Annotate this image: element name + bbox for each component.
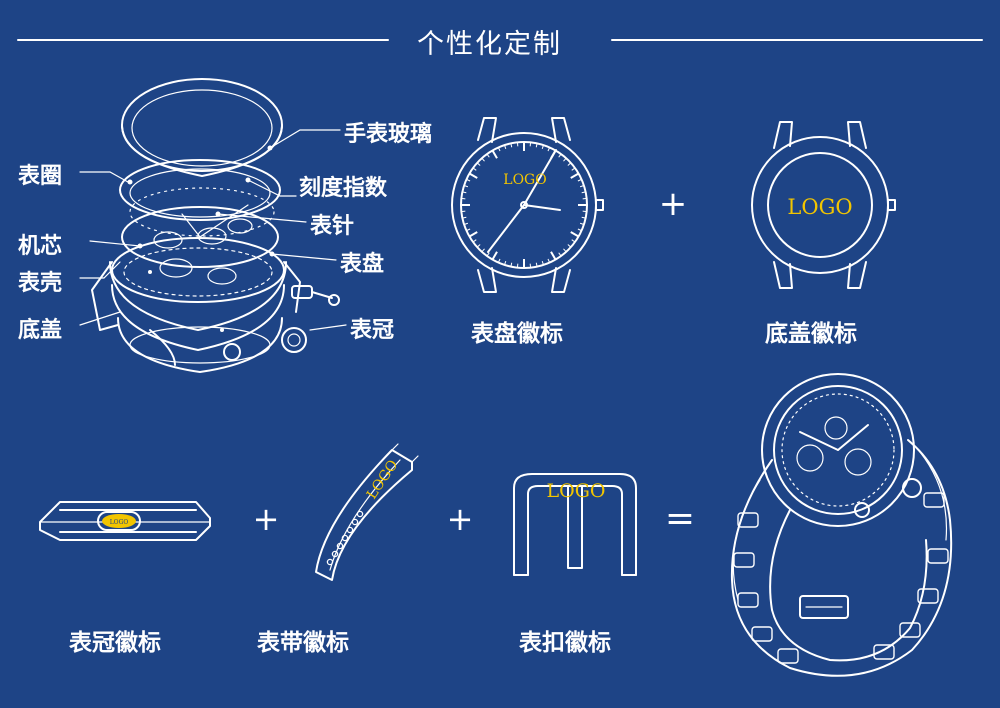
label-movement: 机芯	[18, 234, 63, 259]
dial-tick	[504, 260, 507, 266]
strap-hole	[356, 510, 364, 518]
bracelet-link	[733, 552, 755, 568]
label-dial: 表盘	[340, 252, 385, 277]
crown-logo-text: LOGO	[110, 519, 129, 526]
dial-tick	[577, 178, 582, 182]
dial-tick	[567, 162, 572, 166]
dial-tick	[472, 167, 477, 171]
leader-lines	[79, 129, 347, 331]
bracelet-link	[737, 512, 759, 528]
dial-tick	[541, 144, 544, 150]
strap-hole	[346, 526, 354, 534]
plus-sign-3: +	[447, 500, 474, 538]
dial-tick	[570, 172, 580, 179]
dial-tick	[571, 239, 576, 243]
exploded-watch-illustration	[91, 78, 340, 373]
dial-tick	[491, 149, 498, 159]
crown-logo-side-illustration	[39, 501, 211, 541]
strap-hole	[351, 518, 359, 526]
bracelet-link	[927, 548, 949, 564]
dial-tick	[579, 222, 585, 225]
strap-hole	[326, 558, 334, 566]
buckle-logo-illustration	[513, 473, 637, 576]
bracelet-link	[751, 626, 773, 642]
page-title: 个性化定制	[417, 29, 562, 60]
caption-dial-logo: 表盘徽标	[471, 321, 563, 347]
dial-logo-text: LOGO	[503, 172, 546, 188]
dial-logo-watch-illustration	[451, 117, 604, 293]
dial-tick	[579, 185, 585, 188]
dial-tick	[504, 144, 507, 150]
dial-tick	[497, 258, 501, 263]
strap-hole	[331, 550, 339, 558]
label-glass: 手表玻璃	[344, 122, 433, 147]
caption-caseback-logo: 底盖徽标	[765, 321, 857, 347]
caption-strap-logo: 表带徽标	[257, 630, 349, 656]
bracelet-link	[737, 592, 759, 608]
label-hands: 表针	[310, 214, 355, 239]
dial-tick	[462, 216, 467, 219]
caseback-logo-text: LOGO	[787, 195, 852, 219]
dial-tick	[571, 167, 576, 171]
dial-tick	[541, 260, 544, 266]
dial-tick	[550, 251, 557, 261]
dial-tick	[563, 248, 567, 253]
bracelet-link	[873, 644, 895, 660]
strap-holes	[326, 510, 364, 566]
dial-tick	[463, 185, 469, 188]
dial-tick	[472, 239, 477, 243]
dial-tick	[476, 244, 481, 248]
dial-tick	[481, 248, 485, 253]
dial-tick	[581, 216, 586, 219]
dial-tick	[491, 251, 498, 261]
dial-tick	[462, 191, 467, 194]
bracelet-link	[917, 588, 939, 604]
dial-tick	[476, 162, 481, 166]
dial-tick	[486, 252, 490, 257]
label-bezel: 表圈	[18, 164, 63, 189]
caseback-logo-watch-illustration	[751, 121, 896, 289]
plus-sign-2: +	[253, 500, 280, 538]
strap-hole	[341, 534, 349, 542]
dial-tick	[481, 157, 485, 162]
dial-tick	[466, 178, 471, 182]
equals-sign: =	[665, 498, 695, 539]
buckle-logo-text: LOGO	[547, 480, 606, 502]
plus-sign-1: +	[659, 184, 688, 224]
strap-hole	[336, 542, 344, 550]
dial-tick	[510, 143, 513, 148]
caption-buckle-logo: 表扣徽标	[519, 630, 611, 656]
dial-tick	[577, 228, 582, 232]
dial-tick	[468, 172, 478, 179]
label-caseback: 底盖	[18, 318, 63, 343]
dial-tick	[466, 228, 471, 232]
bracelet-link	[777, 648, 799, 664]
dial-tick	[567, 244, 572, 248]
dial-tick	[558, 153, 562, 158]
strap-logo-illustration	[315, 443, 419, 581]
label-case: 表壳	[18, 271, 63, 296]
caption-crown-logo: 表冠徽标	[69, 630, 161, 656]
dial-tick	[547, 147, 551, 152]
dial-tick	[510, 262, 513, 267]
dial-tick	[581, 191, 586, 194]
dial-tick	[468, 231, 478, 238]
finished-watch-illustration	[730, 373, 953, 677]
dial-tick	[547, 258, 551, 263]
dial-tick	[497, 147, 501, 152]
dial-tick	[570, 231, 580, 238]
dial-tick	[563, 157, 567, 162]
bracelet-link	[899, 622, 921, 638]
label-indices: 刻度指数	[299, 176, 388, 201]
dial-tick	[558, 252, 562, 257]
label-crown: 表冠	[350, 318, 395, 343]
dial-tick	[535, 262, 538, 267]
dial-tick	[535, 143, 538, 148]
dial-tick	[486, 153, 490, 158]
bracelet-link	[923, 492, 945, 508]
dial-tick	[463, 222, 469, 225]
